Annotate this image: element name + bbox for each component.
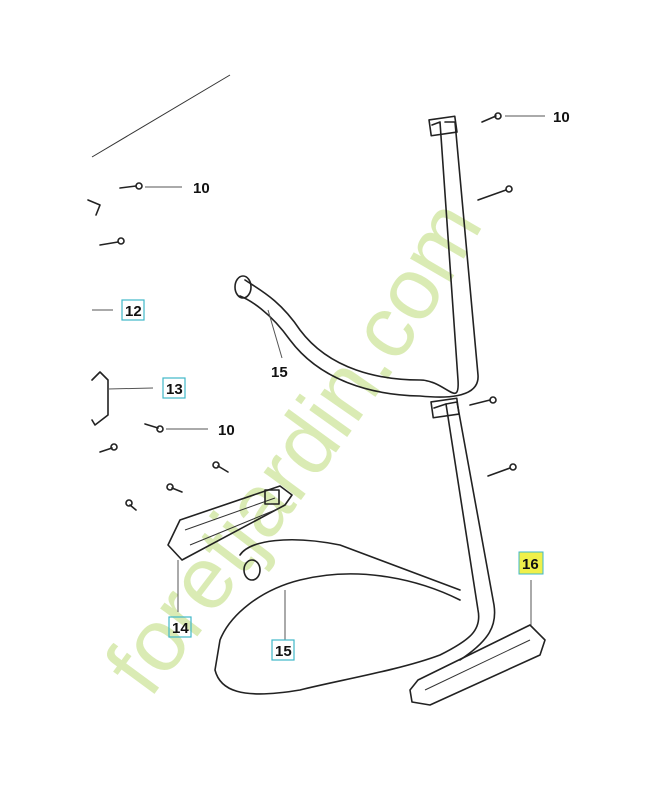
frame-edge bbox=[91, 74, 231, 158]
left-part-fragment bbox=[87, 199, 109, 426]
svg-text:12: 12 bbox=[125, 303, 142, 320]
leader-lines bbox=[92, 115, 545, 640]
svg-text:14: 14 bbox=[172, 620, 189, 637]
callout-16[interactable]: 16 bbox=[518, 551, 544, 575]
callout-13[interactable]: 13 bbox=[162, 377, 186, 399]
svg-text:10: 10 bbox=[553, 109, 570, 126]
svg-text:15: 15 bbox=[271, 364, 288, 381]
lower-handle-part bbox=[214, 397, 496, 695]
callout-15-lower[interactable]: 15 bbox=[271, 639, 295, 661]
callout-10-left[interactable]: 10 bbox=[193, 180, 210, 197]
upper-handle-part bbox=[234, 115, 479, 398]
svg-text:foretjardin.com: foretjardin.com bbox=[85, 183, 500, 711]
screws bbox=[99, 112, 517, 511]
svg-text:16: 16 bbox=[522, 556, 539, 573]
bracket-part-14 bbox=[167, 485, 293, 561]
svg-text:10: 10 bbox=[193, 180, 210, 197]
svg-text:10: 10 bbox=[218, 422, 235, 439]
callout-10-middle[interactable]: 10 bbox=[218, 422, 235, 439]
svg-text:13: 13 bbox=[166, 381, 183, 398]
callout-10-top-right[interactable]: 10 bbox=[553, 109, 570, 126]
callout-15-upper[interactable]: 15 bbox=[271, 364, 288, 381]
watermark: foretjardin.com bbox=[85, 183, 500, 711]
bracket-part-16 bbox=[409, 624, 546, 706]
callout-12[interactable]: 12 bbox=[121, 299, 145, 321]
callout-14[interactable]: 14 bbox=[168, 616, 192, 638]
svg-text:15: 15 bbox=[275, 643, 292, 660]
